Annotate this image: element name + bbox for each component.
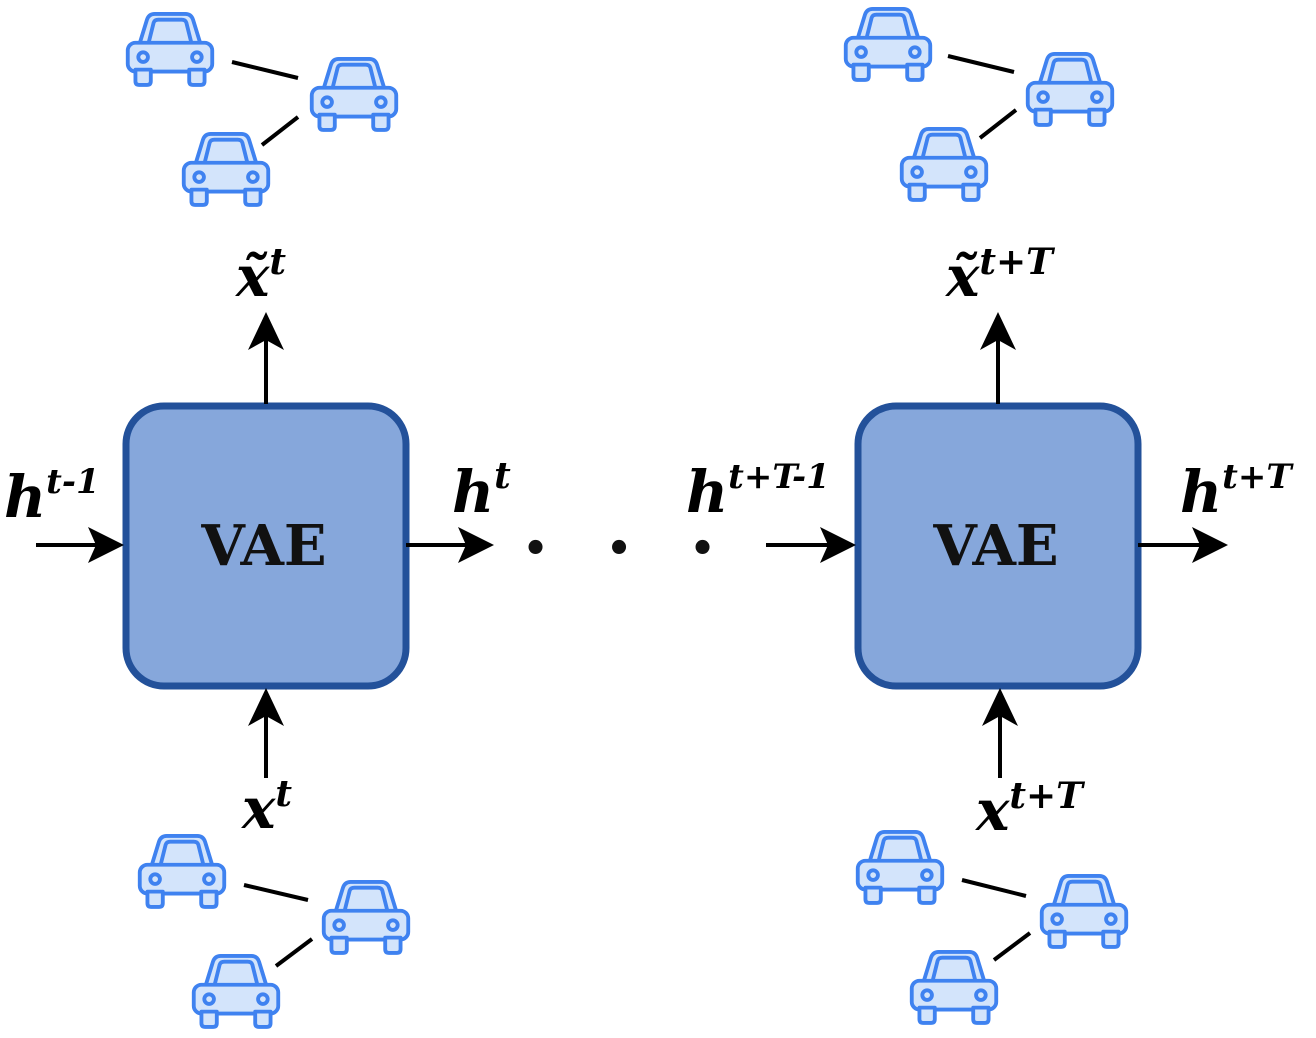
arrowhead bbox=[982, 688, 1018, 726]
cluster-edge bbox=[961, 878, 1027, 898]
label-base: h bbox=[452, 458, 494, 526]
car-icon bbox=[125, 12, 215, 87]
vae-label: VAE bbox=[200, 513, 326, 579]
vae-block-t: VAE bbox=[122, 402, 410, 690]
vae-label: VAE bbox=[932, 513, 1058, 579]
car-icon bbox=[137, 834, 227, 909]
label-superscript: t+T bbox=[979, 241, 1055, 283]
label-superscript: t+T-1 bbox=[728, 457, 830, 497]
arrows bbox=[36, 312, 1228, 778]
label-h-t: ht bbox=[452, 455, 511, 526]
cluster-edge bbox=[243, 883, 309, 902]
arrowhead bbox=[248, 688, 284, 726]
car-icon bbox=[181, 132, 271, 207]
label-base: x bbox=[975, 778, 1010, 844]
label-h-prev-T: ht+T-1 bbox=[686, 457, 830, 526]
label-xtilde-tT: x̃t+T bbox=[945, 241, 1055, 310]
arrowhead bbox=[980, 312, 1016, 350]
cluster-edge bbox=[274, 937, 314, 968]
ellipsis: • • • bbox=[523, 526, 738, 572]
label-base: h bbox=[686, 458, 728, 526]
label-base: x̃ bbox=[235, 244, 270, 310]
arrowhead bbox=[248, 312, 284, 350]
label-xtilde-t: x̃t bbox=[235, 241, 286, 310]
label-h-prev: ht-1 bbox=[4, 462, 100, 531]
vae-block-tT: VAE bbox=[854, 402, 1142, 690]
car-icon bbox=[309, 57, 399, 132]
car-icon bbox=[899, 127, 989, 202]
cluster-edge bbox=[231, 60, 299, 80]
car-icon bbox=[191, 954, 281, 1029]
label-superscript: t+T bbox=[1009, 775, 1085, 817]
arrowhead bbox=[88, 527, 124, 563]
car-icon bbox=[1039, 874, 1129, 949]
label-h-tT: ht+T bbox=[1180, 457, 1294, 526]
car-cluster-input-t bbox=[137, 834, 411, 1029]
label-superscript: t bbox=[494, 455, 511, 497]
label-base: h bbox=[1180, 458, 1222, 526]
car-cluster-input-tT bbox=[855, 830, 1129, 1025]
label-base: x̃ bbox=[945, 244, 980, 310]
car-icon bbox=[855, 830, 945, 905]
label-superscript: t-1 bbox=[46, 462, 99, 502]
cluster-edge bbox=[260, 115, 300, 147]
label-x-t: xt bbox=[241, 773, 292, 842]
label-superscript: t+T bbox=[1222, 457, 1294, 497]
label-superscript: t bbox=[275, 773, 292, 815]
cluster-edge bbox=[978, 108, 1018, 140]
car-cluster-output-t bbox=[125, 12, 399, 207]
arrowhead bbox=[1192, 527, 1228, 563]
label-base: x bbox=[241, 776, 276, 842]
label-superscript: t bbox=[269, 241, 286, 283]
label-x-tT: xt+T bbox=[975, 775, 1085, 844]
car-icon bbox=[843, 7, 933, 82]
car-icon bbox=[321, 880, 411, 955]
car-icon bbox=[1025, 52, 1115, 127]
car-cluster-output-tT bbox=[843, 7, 1115, 202]
arrowhead bbox=[458, 527, 494, 563]
car-icon bbox=[909, 950, 999, 1025]
cluster-edge bbox=[947, 54, 1015, 74]
cluster-edge bbox=[992, 931, 1032, 962]
arrowhead bbox=[820, 527, 856, 563]
label-base: h bbox=[4, 463, 46, 531]
